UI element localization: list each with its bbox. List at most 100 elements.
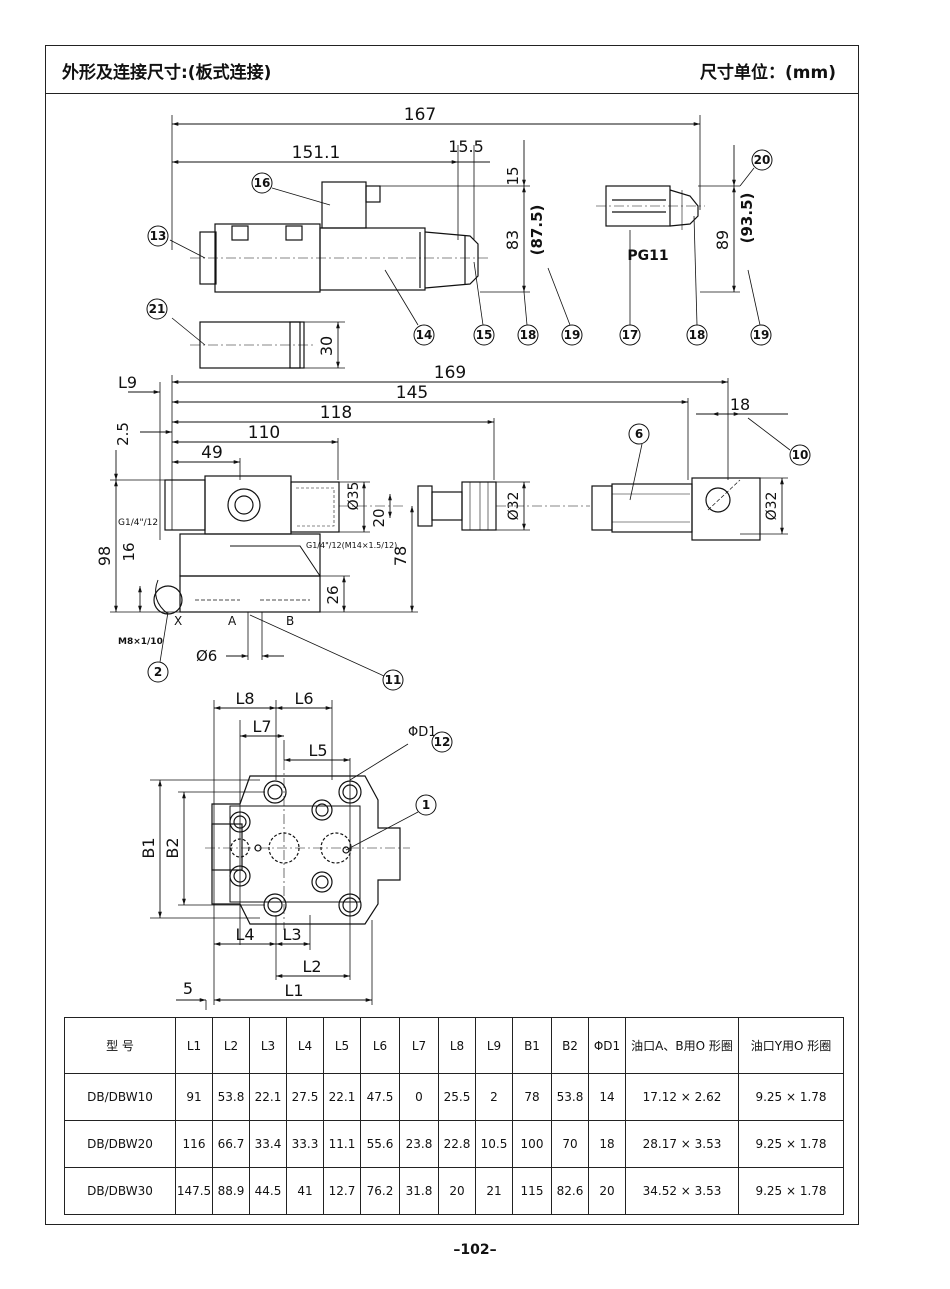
table-cell: 17.12 × 2.62 (625, 1073, 739, 1121)
dim-20: 20 (370, 508, 388, 527)
dim-145: 145 (396, 383, 428, 403)
dim-78: 78 (391, 546, 410, 566)
col-l1: L1 (175, 1017, 213, 1074)
table-cell: 20 (438, 1167, 476, 1215)
table-cell: 12.7 (323, 1167, 361, 1215)
dim-5: 5 (183, 979, 193, 998)
callout-1: 1 (422, 798, 430, 812)
dim-110: 110 (248, 423, 280, 443)
table-cell: 27.5 (286, 1073, 324, 1121)
dim-30: 30 (317, 336, 336, 356)
col-oring-y: 油口Y用O 形圈 (738, 1017, 844, 1074)
col-l8: L8 (438, 1017, 476, 1074)
table-cell: 55.6 (360, 1120, 400, 1168)
unit-label: 尺寸单位：(mm) (700, 63, 836, 83)
table-cell: 22.1 (249, 1073, 287, 1121)
table-cell: 33.3 (286, 1120, 324, 1168)
table-cell: 9.25 × 1.78 (738, 1073, 844, 1121)
label-x: X (174, 614, 182, 628)
dim-B2: B2 (163, 837, 182, 858)
col-b1: B1 (512, 1017, 552, 1074)
dim-118: 118 (320, 403, 352, 423)
col-model: 型 号 (64, 1017, 176, 1074)
table-cell: 9.25 × 1.78 (738, 1120, 844, 1168)
callout-15: 15 (476, 328, 493, 342)
table-cell: 20 (588, 1167, 626, 1215)
table-cell: 76.2 (360, 1167, 400, 1215)
label-a: A (228, 614, 237, 628)
col-l3: L3 (249, 1017, 287, 1074)
dim-L7: L7 (252, 717, 271, 736)
label-g14-m14: G1/4"/12(M14×1.5/12) (306, 541, 397, 550)
callout-20: 20 (754, 153, 771, 167)
label-g14-12: G1/4"/12 (118, 518, 158, 528)
table-cell: 28.17 × 3.53 (625, 1120, 739, 1168)
table-cell: 10.5 (475, 1120, 513, 1168)
dim-phi6: Ø6 (196, 647, 217, 665)
callout-6: 6 (635, 427, 643, 441)
table-cell: 78 (512, 1073, 552, 1121)
table-cell: 66.7 (212, 1120, 250, 1168)
dim-16: 16 (120, 542, 138, 561)
callout-17: 17 (622, 328, 639, 342)
callout-19b: 19 (753, 328, 770, 342)
col-l4: L4 (286, 1017, 324, 1074)
table-cell: 100 (512, 1120, 552, 1168)
dim-L2: L2 (302, 957, 321, 976)
dim-B1: B1 (139, 837, 158, 858)
table-cell: 33.4 (249, 1120, 287, 1168)
col-l6: L6 (360, 1017, 400, 1074)
dim-18: 18 (730, 395, 750, 414)
table-cell: 14 (588, 1073, 626, 1121)
table-cell: 115 (512, 1167, 552, 1215)
dim-87-5: (87.5) (528, 205, 546, 256)
table-cell: 22.8 (438, 1120, 476, 1168)
callout-12: 12 (434, 735, 451, 749)
dim-93-5: (93.5) (738, 193, 756, 244)
top-view (169, 115, 761, 369)
top-view-texts: 167 151.1 15.5 15 83 (87.5) 89 (93.5) 30… (292, 105, 756, 356)
page-title: 外形及连接尺寸:(板式连接) (62, 63, 272, 83)
dim-phi32-a: Ø32 (506, 492, 522, 521)
callout-16: 16 (254, 176, 271, 190)
dim-26: 26 (324, 585, 342, 604)
table-header-row: 型 号 L1 L2 L3 L4 L5 L6 L7 L8 L9 B1 B2 ΦD1… (64, 1017, 844, 1074)
table-cell: 0 (399, 1073, 439, 1121)
callout-19: 19 (564, 328, 581, 342)
top-view-callouts: 13 16 14 15 18 19 17 18 19 20 21 (146, 149, 773, 346)
dim-98: 98 (95, 546, 114, 566)
table-row: DB/DBW30 147.5 88.9 44.5 41 12.7 76.2 31… (64, 1167, 844, 1215)
table-cell: 70 (551, 1120, 589, 1168)
table-cell: 21 (475, 1167, 513, 1215)
dim-2-5: 2.5 (114, 422, 132, 446)
table-cell: 91 (175, 1073, 213, 1121)
callout-2: 2 (154, 665, 162, 679)
col-l9: L9 (475, 1017, 513, 1074)
table-cell: 34.52 × 3.53 (625, 1167, 739, 1215)
table-cell: DB/DBW30 (64, 1167, 176, 1215)
col-l5: L5 (323, 1017, 361, 1074)
dim-151: 151.1 (292, 143, 341, 163)
label-m8: M8×1/10 (118, 637, 163, 647)
dim-phiD1: ΦD1 (408, 725, 437, 740)
side-view (110, 375, 791, 677)
dim-49: 49 (201, 443, 223, 463)
table-cell: 25.5 (438, 1073, 476, 1121)
table-cell: 116 (175, 1120, 213, 1168)
callout-21: 21 (149, 302, 166, 316)
col-b2: B2 (551, 1017, 589, 1074)
dim-15-5: 15.5 (448, 137, 484, 156)
dim-15-a: 15 (504, 166, 522, 185)
table-cell: 53.8 (212, 1073, 250, 1121)
base-view-texts: L8 L6 L7 L5 ΦD1 B1 B2 L4 L3 L2 5 L1 (139, 689, 437, 1000)
callout-13: 13 (150, 229, 167, 243)
table-cell: 53.8 (551, 1073, 589, 1121)
table-cell: DB/DBW10 (64, 1073, 176, 1121)
spec-table: 型 号 L1 L2 L3 L4 L5 L6 L7 L8 L9 B1 B2 ΦD1… (64, 1017, 844, 1215)
callout-10: 10 (792, 448, 809, 462)
header-bar: 外形及连接尺寸:(板式连接) 尺寸单位：(mm) (46, 46, 858, 94)
col-phid1: ΦD1 (588, 1017, 626, 1074)
col-l2: L2 (212, 1017, 250, 1074)
dim-83: 83 (503, 230, 522, 250)
